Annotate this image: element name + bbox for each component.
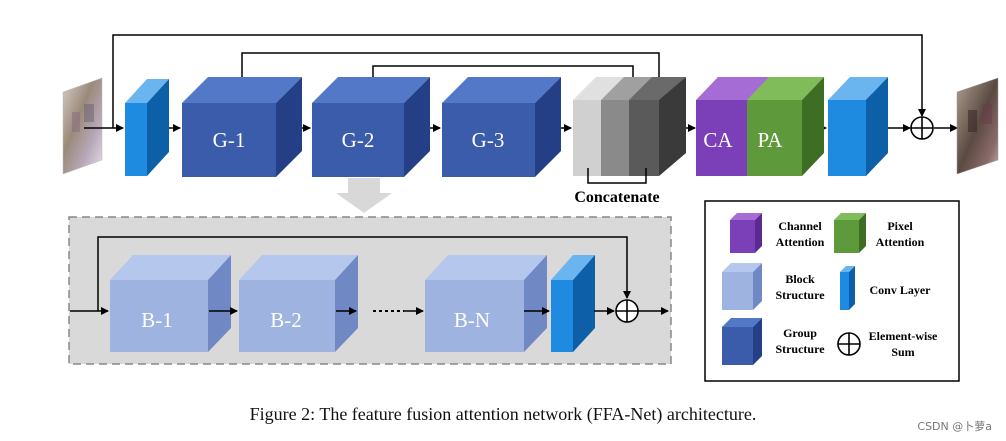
element-wise-sum-icon (910, 116, 934, 140)
group-label-g3: G-3 (472, 128, 505, 152)
conv-layer-swatch (840, 266, 855, 310)
conv-layer-1 (125, 79, 169, 176)
block-structure-b2 (239, 255, 358, 352)
input-hazy-image (62, 77, 103, 175)
block-label-b2: B-2 (270, 308, 302, 332)
legend-label-conv-layer: Conv Layer (870, 283, 932, 297)
conv-layer-2 (828, 77, 888, 176)
conv-layer-detail (551, 255, 595, 352)
legend-label-pixel-attention-2: Attention (876, 235, 925, 249)
group-label-g1: G-1 (213, 128, 246, 152)
legend-label-pixel-attention-1: Pixel (887, 219, 913, 233)
legend-label-group-structure-2: Structure (775, 342, 825, 356)
ca-label: CA (703, 128, 733, 152)
block-structure-swatch (722, 263, 762, 310)
group-block-g2 (312, 77, 430, 177)
pixel-attention-swatch (834, 213, 866, 253)
block-label-bn: B-N (454, 308, 490, 332)
group-block-g3 (442, 77, 561, 177)
figure-caption: Figure 2: The feature fusion attention n… (249, 404, 757, 424)
block-label-b1: B-1 (141, 308, 173, 332)
expand-arrow (336, 178, 392, 213)
concatenate-label: Concatenate (574, 189, 659, 206)
watermark: CSDN @卜萝a (917, 420, 992, 433)
legend-label-element-wise-sum-2: Sum (891, 345, 914, 359)
block-structure-b1 (110, 255, 231, 352)
group-structure-swatch (722, 318, 762, 365)
output-dehazed-image (956, 77, 999, 175)
g1-to-concat-connection (241, 52, 663, 96)
local-skip-connection (97, 236, 631, 311)
legend-label-channel-attention-2: Attention (776, 235, 825, 249)
concatenation-stack (573, 77, 686, 176)
element-wise-sum-icon (837, 332, 861, 356)
pa-label: PA (758, 128, 784, 152)
group-label-g2: G-2 (342, 128, 375, 152)
pixel-attention-block (747, 77, 824, 176)
legend-label-block-structure-2: Structure (775, 288, 825, 302)
channel-attention-swatch (730, 213, 762, 253)
concat-bracket (587, 168, 647, 184)
legend-label-channel-attention-1: Channel (778, 219, 822, 233)
element-wise-sum-icon (615, 299, 639, 323)
global-skip-connection (112, 34, 926, 128)
legend-label-element-wise-sum-1: Element-wise (869, 329, 938, 343)
legend-label-block-structure-1: Block (785, 272, 815, 286)
group-block-g1 (182, 77, 302, 177)
block-structure-bn (425, 255, 547, 352)
legend-label-group-structure-1: Group (783, 326, 817, 340)
